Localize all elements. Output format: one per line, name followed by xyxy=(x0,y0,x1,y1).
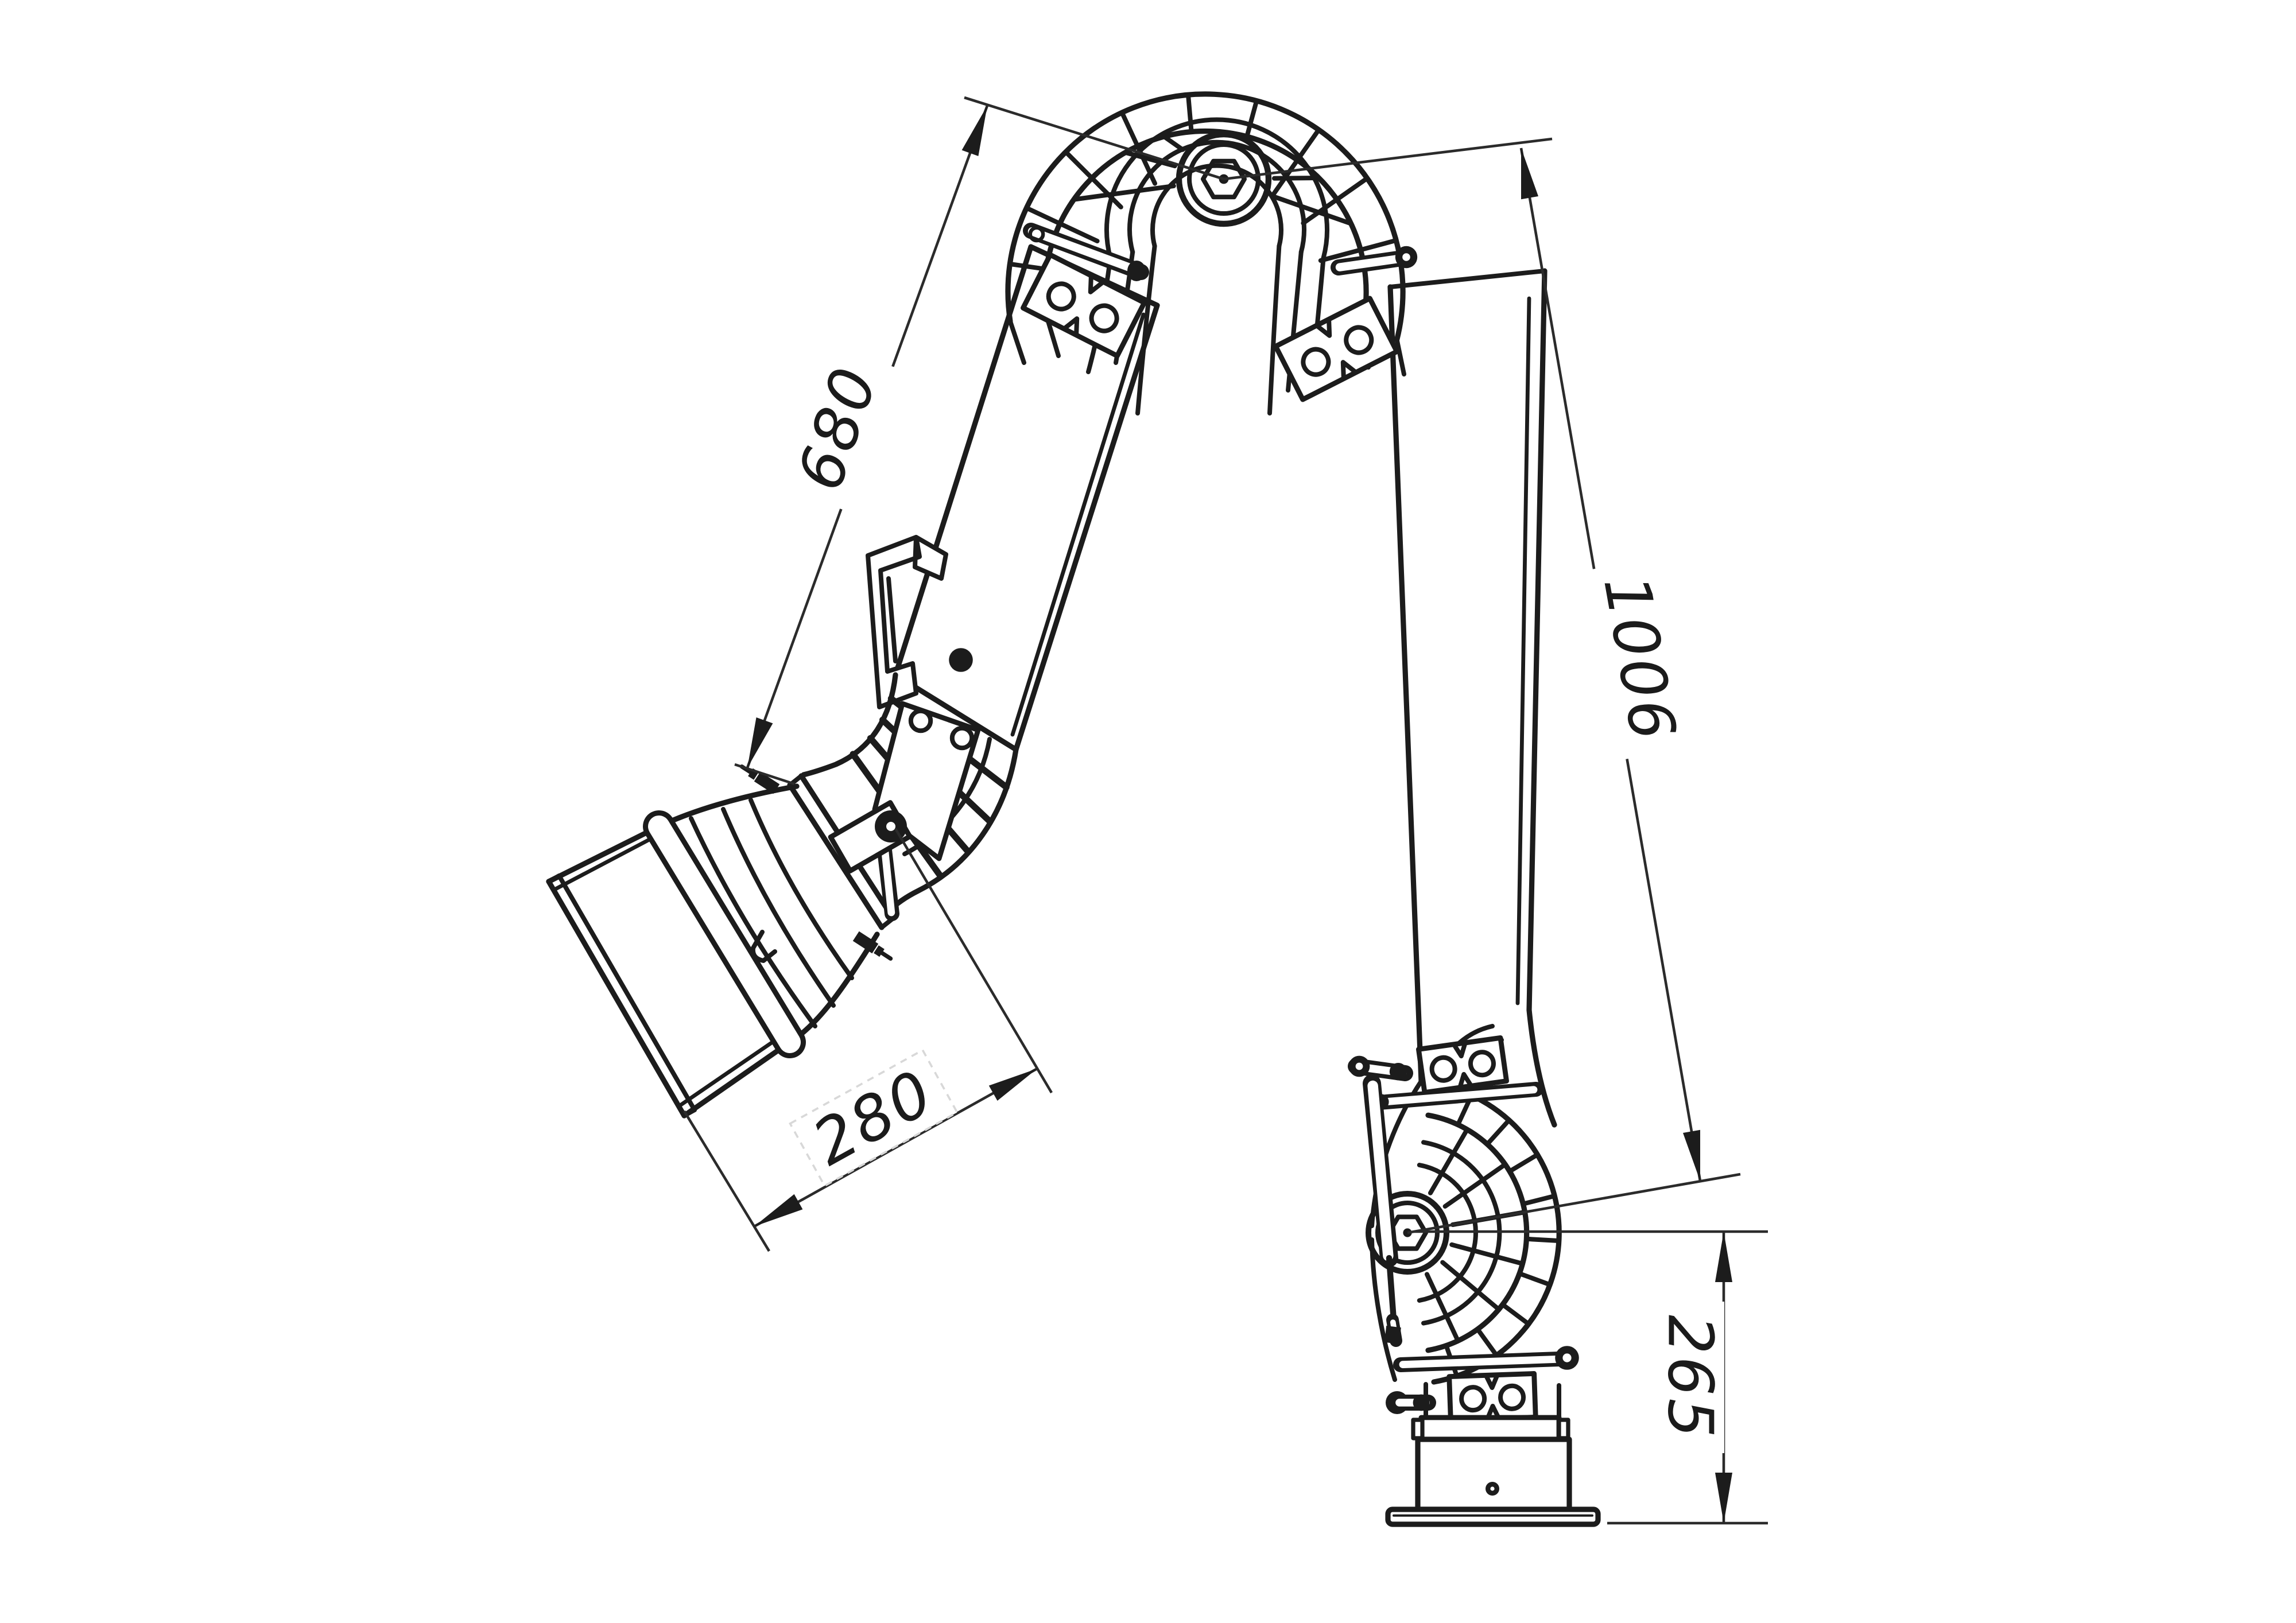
tie-rod-right xyxy=(1331,246,1418,275)
swivel-hub xyxy=(1176,131,1272,227)
dimension-280: 280 xyxy=(683,828,1053,1252)
arrowhead xyxy=(754,1194,803,1226)
elbow2-clamp-upper xyxy=(1416,1035,1509,1096)
elbow2-rib-ticks xyxy=(1444,1093,1561,1379)
extension-line xyxy=(894,828,1053,1094)
rib-ticks xyxy=(1007,92,1399,278)
hose-arc-2 xyxy=(1127,139,1306,255)
upper-arm-tube-inner-edge xyxy=(1010,312,1146,737)
top-swivel-elbow xyxy=(1005,91,1418,416)
clamp-plate-right xyxy=(1273,296,1399,402)
base-pedestal xyxy=(1415,1436,1572,1512)
elbow-band-arc xyxy=(1042,128,1369,334)
hood-clamp-screw-bottom xyxy=(852,931,893,961)
arrowhead xyxy=(1683,1129,1700,1181)
elbow2-clamp-lower xyxy=(1446,1371,1538,1423)
mounting-base xyxy=(1385,1382,1601,1527)
extension-line xyxy=(1407,1172,1741,1234)
extraction-hood xyxy=(546,672,1019,1119)
hinge-bracket-hole-1 xyxy=(908,708,933,733)
dimension-265: 265 xyxy=(1414,1230,1768,1525)
lower-swivel-elbow xyxy=(1366,1024,1579,1423)
lower-arm-tube-fill xyxy=(1390,271,1545,1061)
clamp-plate-left xyxy=(1021,252,1147,359)
lower-arm xyxy=(1387,268,1557,1128)
base-plate xyxy=(1385,1506,1601,1527)
hinge-bracket-hole-2 xyxy=(949,725,975,751)
lower-arm-inner-edge xyxy=(1515,296,1531,1005)
dimension-265-label: 265 xyxy=(1654,1315,1726,1440)
arrowhead xyxy=(1715,1232,1732,1282)
gas-spring xyxy=(1348,1055,1436,1414)
elbow2-tie-bar-upper xyxy=(1366,1082,1543,1111)
lower-arm-right-edge xyxy=(1526,268,1557,1128)
hub-spokes xyxy=(1071,134,1353,226)
arrowhead xyxy=(1521,148,1538,200)
hose-arc-3 xyxy=(1150,163,1283,249)
rivet-dot xyxy=(949,648,973,672)
hood-rim xyxy=(643,810,806,1058)
extension-line xyxy=(1223,137,1553,181)
hub-hex-nut xyxy=(1201,158,1247,200)
arrowhead xyxy=(988,1069,1037,1101)
hood-cone-top xyxy=(546,824,662,884)
hood-flange xyxy=(546,873,697,1119)
extension-line xyxy=(964,96,1224,181)
arrowhead xyxy=(1715,1473,1732,1523)
dimension-680-label: 680 xyxy=(784,358,892,499)
extension-line xyxy=(734,763,795,786)
lower-arm-left-edge xyxy=(1387,284,1424,1084)
arrowhead xyxy=(747,717,773,768)
extension-line xyxy=(683,1110,770,1252)
tie-rod-left xyxy=(1023,223,1149,281)
elbow-outer-arc xyxy=(1005,91,1406,343)
hood-cone-bottom xyxy=(681,1039,793,1119)
hood-bell xyxy=(656,783,880,1045)
arrowhead xyxy=(961,106,987,156)
dimension-1006-label: 1006 xyxy=(1589,570,1689,747)
base-collar xyxy=(1418,1415,1562,1442)
elbow2-tie-bar-lower xyxy=(1393,1346,1579,1372)
lower-arm-top-edge xyxy=(1388,269,1547,289)
handle-bracket xyxy=(866,535,948,709)
gas-spring-rod xyxy=(1386,1255,1397,1323)
